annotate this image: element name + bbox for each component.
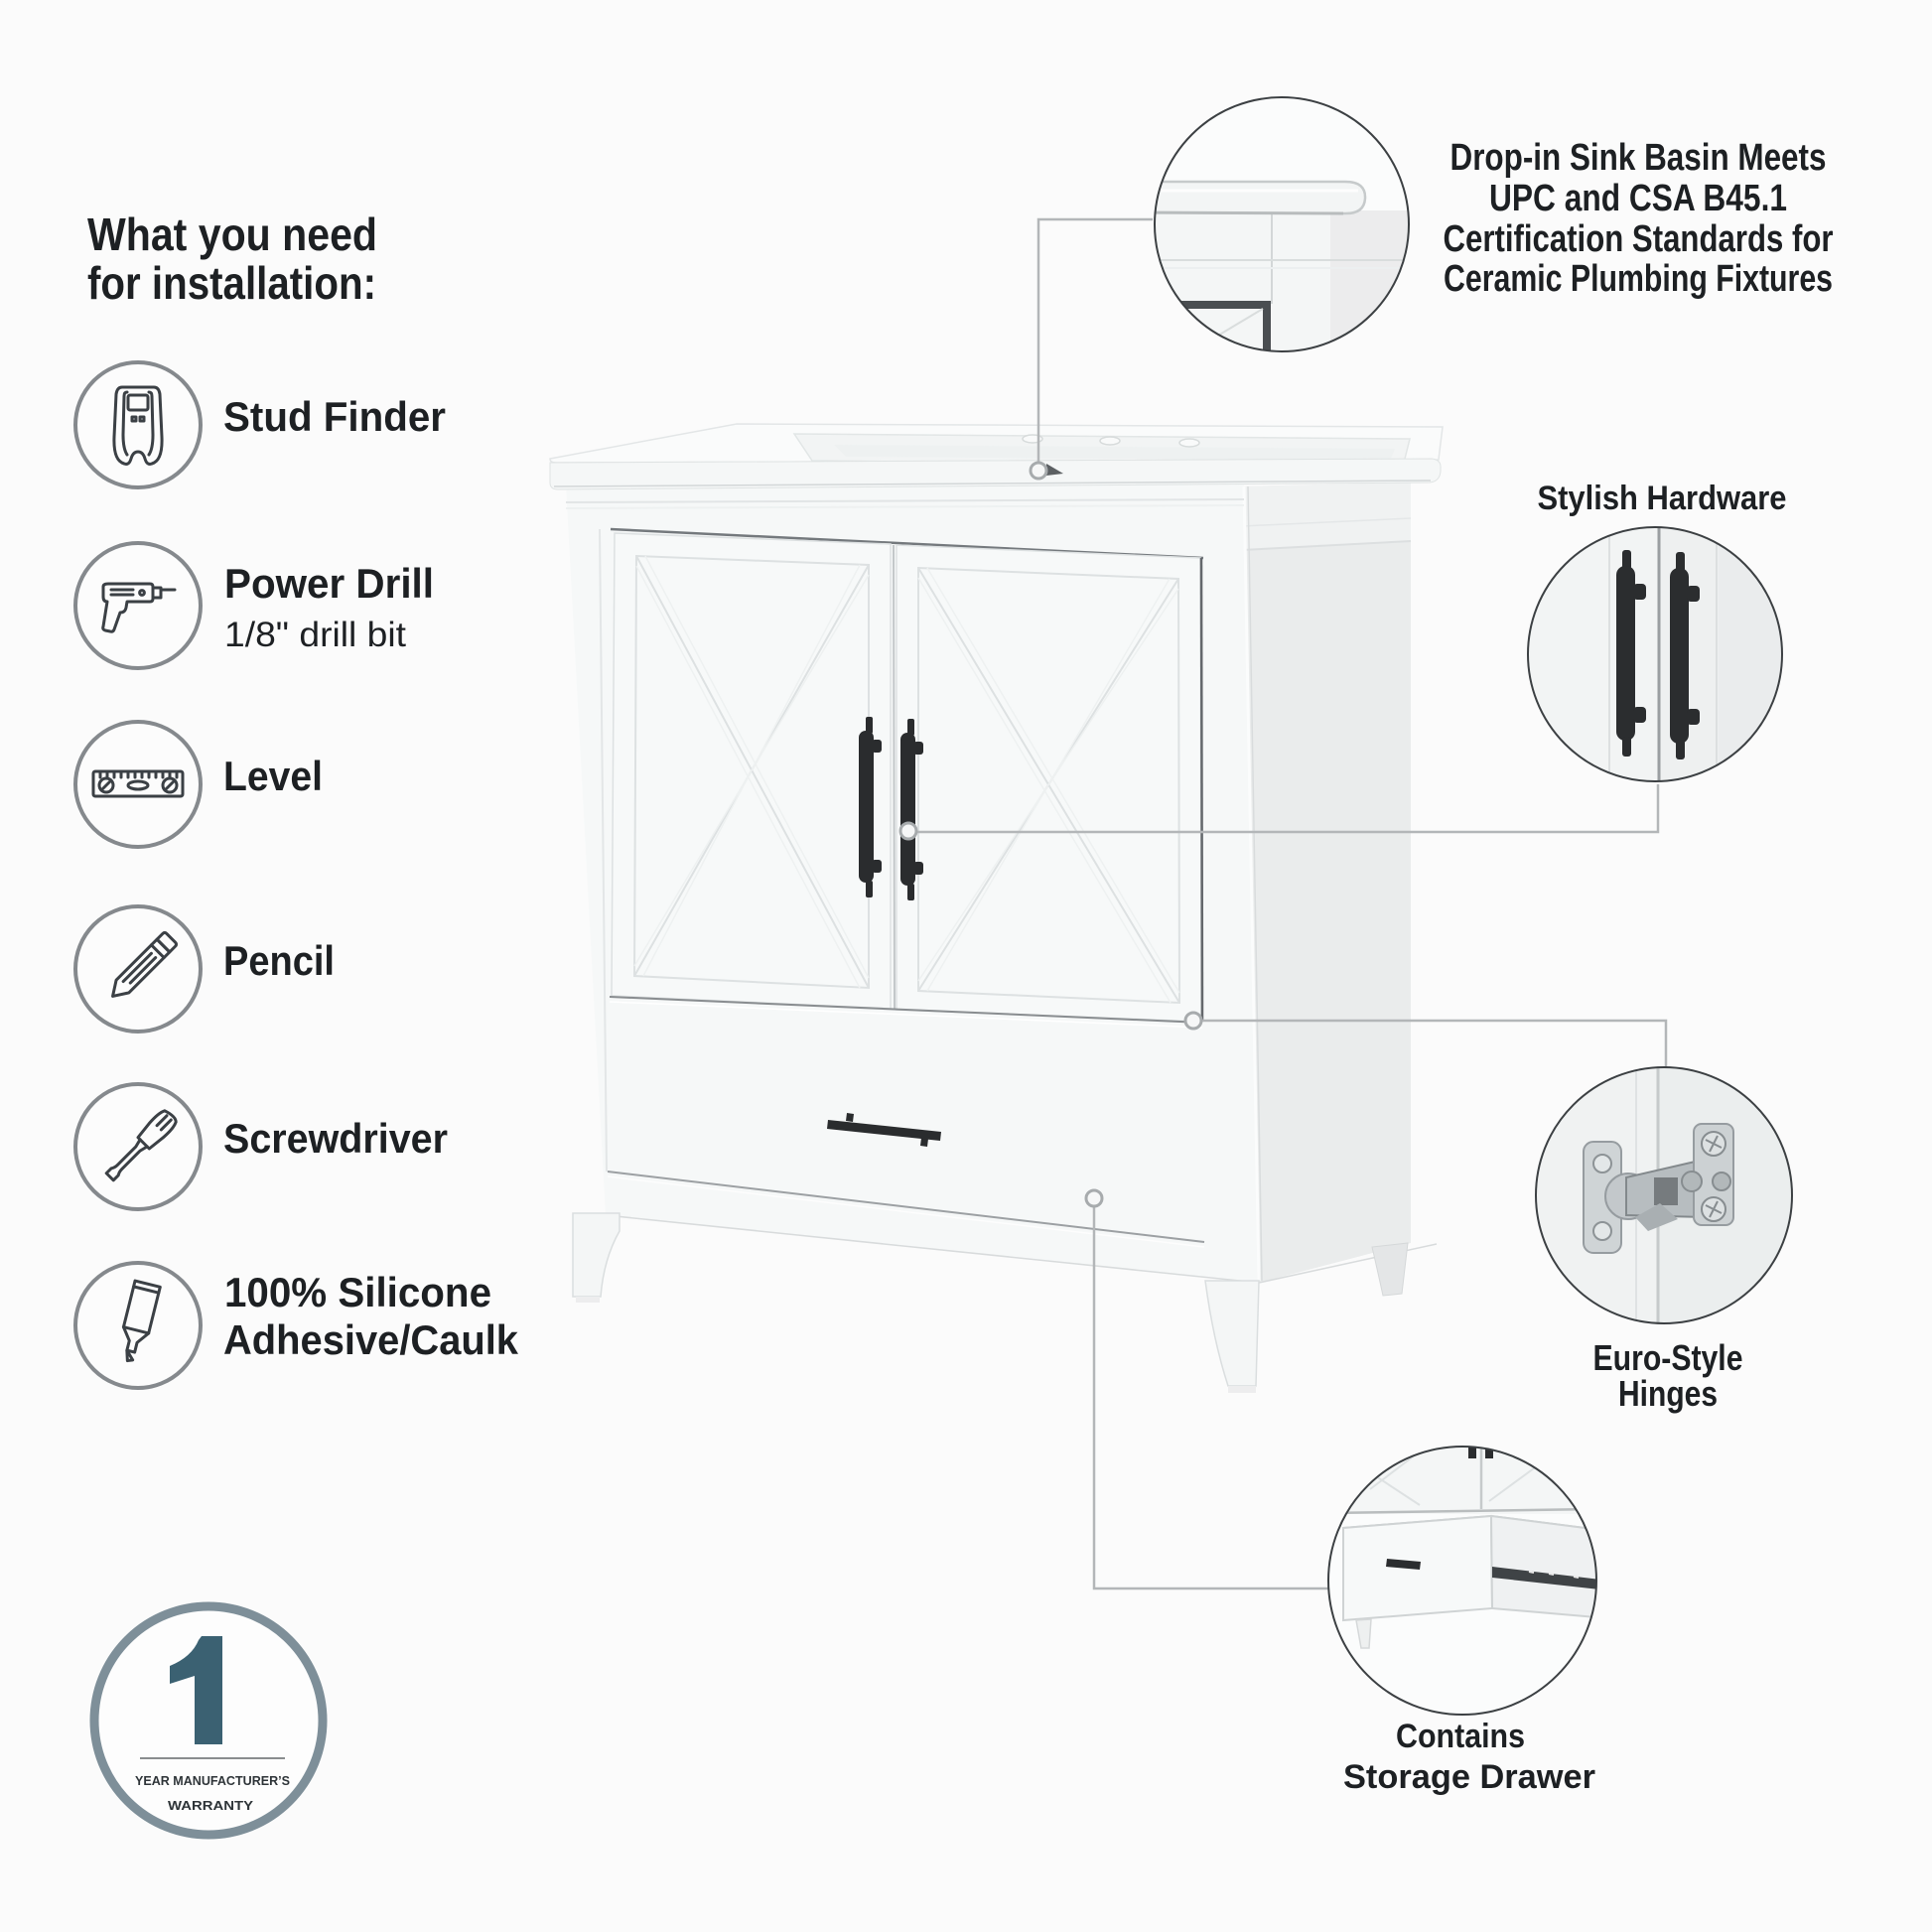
svg-text:Screwdriver: Screwdriver	[223, 1115, 448, 1162]
svg-text:Power Drill: Power Drill	[224, 560, 434, 607]
svg-text:Hinges: Hinges	[1618, 1373, 1718, 1414]
svg-text:Drop-in Sink Basin Meets: Drop-in Sink Basin Meets	[1450, 137, 1827, 179]
svg-text:What you need: What you need	[87, 208, 377, 260]
svg-text:Contains: Contains	[1396, 1718, 1525, 1755]
svg-text:WARRANTY: WARRANTY	[168, 1799, 254, 1813]
svg-text:Adhesive/Caulk: Adhesive/Caulk	[223, 1316, 519, 1363]
svg-text:YEAR MANUFACTURER’S: YEAR MANUFACTURER’S	[135, 1774, 290, 1788]
svg-text:Stylish Hardware: Stylish Hardware	[1538, 480, 1787, 517]
svg-text:for installation:: for installation:	[87, 257, 376, 309]
svg-text:Pencil: Pencil	[223, 937, 335, 984]
svg-text:Euro-Style: Euro-Style	[1593, 1337, 1743, 1378]
svg-text:100% Silicone: 100% Silicone	[224, 1269, 491, 1315]
svg-text:Level: Level	[223, 753, 323, 799]
svg-text:UPC and CSA B45.1: UPC and CSA B45.1	[1489, 178, 1787, 219]
svg-text:Ceramic Plumbing Fixtures: Ceramic Plumbing Fixtures	[1444, 258, 1833, 300]
svg-text:Stud Finder: Stud Finder	[223, 393, 446, 440]
svg-text:Storage Drawer: Storage Drawer	[1343, 1758, 1595, 1796]
svg-text:Certification Standards for: Certification Standards for	[1444, 218, 1834, 260]
svg-text:1/8" drill bit: 1/8" drill bit	[224, 616, 406, 654]
